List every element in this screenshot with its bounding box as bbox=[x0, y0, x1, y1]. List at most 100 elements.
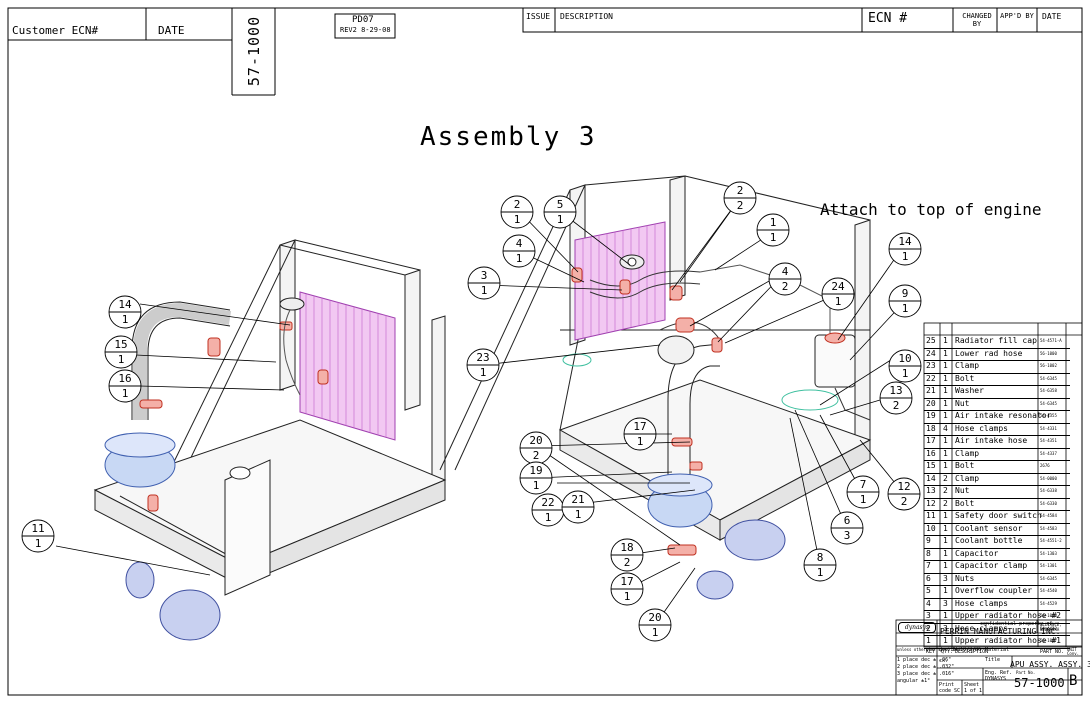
bom-qty: 2 bbox=[943, 498, 948, 508]
ecn-header: ECN # bbox=[868, 11, 908, 26]
description-header: DESCRIPTION bbox=[560, 12, 613, 21]
svg-text:1: 1 bbox=[122, 387, 129, 400]
svg-text:1: 1 bbox=[516, 252, 523, 265]
bom-desc: Clamp bbox=[955, 448, 980, 458]
bom-part: 54-4551-2 bbox=[1040, 538, 1062, 543]
bom-qty: 1 bbox=[943, 348, 948, 358]
bom-part: 54-4337 bbox=[1040, 450, 1057, 456]
svg-text:2: 2 bbox=[737, 199, 744, 212]
bom-key: 23 bbox=[926, 361, 936, 370]
bom-desc: Clamp bbox=[955, 473, 980, 483]
customer-ecn-label: Customer ECN# bbox=[12, 24, 99, 37]
bom-header-unit: UNIT Conv. bbox=[1067, 647, 1080, 656]
bom-key: 16 bbox=[926, 448, 936, 458]
svg-text:17: 17 bbox=[620, 575, 633, 588]
bom-desc: Upper radiator hose #1 bbox=[955, 636, 1061, 645]
bom-key: 18 bbox=[926, 423, 936, 433]
svg-text:1: 1 bbox=[902, 250, 909, 263]
svg-text:4: 4 bbox=[782, 265, 789, 278]
bom-desc: Bolt bbox=[955, 461, 975, 470]
bom-qty: 4 bbox=[943, 423, 948, 433]
svg-text:1: 1 bbox=[480, 366, 487, 379]
svg-text:20: 20 bbox=[529, 434, 542, 447]
bom-desc: Nuts bbox=[955, 573, 975, 583]
bom-key: 14 bbox=[926, 473, 936, 483]
svg-text:1: 1 bbox=[835, 295, 842, 308]
bom-key: 13 bbox=[926, 486, 936, 495]
bom-qty: 1 bbox=[943, 511, 948, 520]
bom-key: 24 bbox=[926, 348, 936, 358]
svg-text:4: 4 bbox=[516, 237, 523, 250]
bom-part: 54-1303 bbox=[1040, 550, 1057, 556]
svg-text:21: 21 bbox=[571, 493, 584, 506]
bom-qty: 1 bbox=[943, 336, 948, 345]
bom-part: 56-1007 bbox=[1040, 638, 1057, 643]
svg-text:5: 5 bbox=[557, 198, 564, 211]
bom-key: 7 bbox=[926, 561, 931, 570]
svg-text:1: 1 bbox=[624, 590, 631, 603]
drawn-by: dr. JH 10/2/06 bbox=[939, 647, 982, 653]
bom-qty: 1 bbox=[943, 523, 948, 533]
bom-qty: 3 bbox=[943, 623, 948, 633]
part-no-value: 57-1000 bbox=[1014, 676, 1065, 690]
svg-text:3: 3 bbox=[481, 269, 488, 282]
confidential-note: confidential property of bbox=[980, 621, 1053, 627]
company-name: PERRIN MANUFACTURING INC. bbox=[940, 627, 1061, 636]
svg-text:18: 18 bbox=[620, 541, 633, 554]
bom-desc: Air intake hose bbox=[955, 436, 1028, 445]
bom-key: 15 bbox=[926, 461, 936, 470]
bom-part: 2676 bbox=[1040, 463, 1050, 468]
svg-text:1: 1 bbox=[514, 213, 521, 226]
svg-text:1: 1 bbox=[817, 566, 824, 579]
svg-text:2: 2 bbox=[533, 449, 540, 462]
svg-text:1: 1 bbox=[902, 302, 909, 315]
bom-key: 25 bbox=[926, 336, 936, 345]
bom-part: 54-4571-A bbox=[1040, 338, 1062, 343]
bom-header-desc: DESCRIPTION bbox=[955, 649, 989, 655]
svg-text:19: 19 bbox=[529, 464, 542, 477]
bom-qty: 1 bbox=[943, 561, 948, 570]
tolerance-header: unless otherwise specified bbox=[897, 647, 960, 652]
bom-key: 22 bbox=[926, 373, 936, 383]
issue-header: ISSUE bbox=[526, 12, 551, 21]
svg-text:2: 2 bbox=[514, 198, 521, 211]
company-logo: dynasys bbox=[898, 622, 936, 633]
bom-qty: 3 bbox=[943, 598, 948, 608]
bom-desc: Hose clamps bbox=[955, 423, 1008, 433]
changed-by-header: CHANGED BY bbox=[962, 12, 992, 28]
bom-key: 20 bbox=[926, 398, 936, 408]
bom-desc: Hose clamps bbox=[955, 623, 1008, 633]
eng-ref: Eng. Ref. DYNASYS bbox=[985, 670, 1013, 682]
svg-text:1: 1 bbox=[637, 435, 644, 448]
balloon-left-15: 15 1 bbox=[104, 335, 138, 369]
right-assembly-drawing bbox=[439, 175, 872, 600]
svg-text:13: 13 bbox=[889, 384, 902, 397]
bom-qty: 1 bbox=[943, 448, 948, 458]
rev-note: REV2 8-29-08 bbox=[340, 26, 391, 34]
title-block-grid bbox=[895, 619, 1083, 696]
svg-text:6: 6 bbox=[844, 514, 851, 527]
appd-by-header: APP'D BY bbox=[1000, 12, 1034, 20]
bom-part: 54-0000 bbox=[1040, 475, 1057, 481]
balloon-qty: 1 bbox=[122, 313, 129, 326]
bom-desc: Upper radiator hose #2 bbox=[955, 611, 1061, 620]
left-assembly-drawing bbox=[93, 239, 447, 641]
drawing-number-vertical: 57-1000 bbox=[245, 15, 263, 87]
svg-text:20: 20 bbox=[648, 611, 661, 624]
bom-part: 54-4584 bbox=[1040, 513, 1057, 518]
bom-key: 1 bbox=[926, 636, 931, 645]
bom-qty: 1 bbox=[943, 611, 948, 620]
bom-desc: Overflow coupler bbox=[955, 586, 1033, 595]
balloon-left-11: 11 1 bbox=[21, 519, 55, 553]
bom-key: 3 bbox=[926, 611, 931, 620]
